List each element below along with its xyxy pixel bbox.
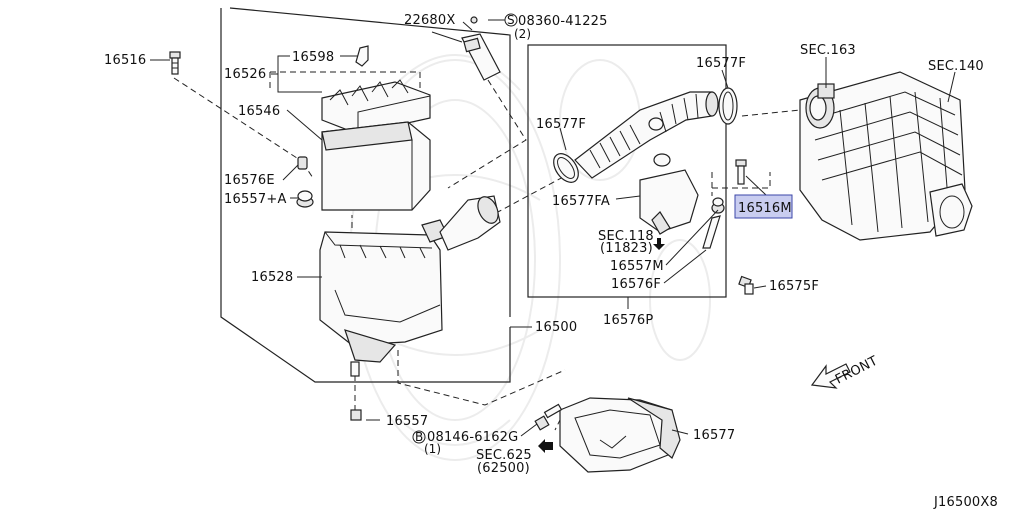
- hose-clamp-16577f-top: [718, 87, 738, 125]
- label-sec625-sub: (62500): [477, 461, 530, 476]
- intake-manifold-sec140: [799, 71, 973, 241]
- label-16516: 16516: [104, 53, 146, 68]
- bolt-08146: [534, 403, 563, 431]
- label-16576e: 16576E: [224, 173, 275, 188]
- callout-labels: 22680X 08360-41225 (2) 16516 16598 16526…: [104, 13, 998, 510]
- highlight-box-16516m: [734, 194, 793, 219]
- label-16546: 16546: [238, 104, 280, 119]
- air-cleaner-cover-16526: [321, 79, 431, 135]
- label-16576p: 16576P: [603, 313, 653, 328]
- callout-prefix-s: S: [507, 13, 515, 27]
- label-08360-qty: (2): [514, 27, 531, 41]
- bolt-16557: [350, 361, 362, 421]
- dashed-connectors: [173, 71, 801, 431]
- label-16526: 16526: [224, 67, 266, 82]
- intake-hose: [574, 91, 719, 179]
- flow-arrow-icon: [538, 439, 553, 453]
- label-sec118: SEC.118: [598, 229, 654, 244]
- label-16557: 16557: [386, 414, 428, 429]
- label-16598: 16598: [292, 50, 334, 65]
- label-16516m: 16516M: [738, 201, 792, 216]
- clip-16598: [355, 45, 369, 67]
- label-16557m: 16557M: [610, 259, 664, 274]
- air-cleaner-case-16528: [319, 219, 449, 363]
- air-duct-16577: [559, 397, 681, 473]
- label-sec140: SEC.140: [928, 59, 984, 74]
- watermark-emblem: [349, 54, 711, 461]
- diagram-id: J16500X8: [933, 495, 998, 510]
- callout-prefix-circle-b: [412, 430, 426, 444]
- assembly-frame-16576p: [527, 44, 727, 298]
- label-08146-qty: (1): [424, 442, 441, 456]
- label-16557a: 16557+A: [224, 192, 287, 207]
- grommet-icon: [297, 156, 308, 170]
- callout-prefix-circle-s: [504, 13, 518, 27]
- label-16577f-left: 16577F: [536, 117, 586, 132]
- label-sec163: SEC.163: [800, 43, 856, 58]
- grommet-16557a: [296, 190, 314, 208]
- leader-lines: [150, 19, 956, 437]
- label-16576f: 16576F: [611, 277, 661, 292]
- front-direction-arrow-icon: [810, 363, 851, 389]
- screw-16516m: [735, 159, 747, 185]
- callout-prefix-b: B: [415, 430, 423, 444]
- label-08360-41225: 08360-41225: [518, 14, 608, 29]
- mass-airflow-sensor-22680x: [461, 16, 501, 81]
- screw-16575f: [738, 275, 754, 295]
- label-16575f: 16575F: [769, 279, 819, 294]
- label-08146-6162g: 08146-6162G: [427, 430, 518, 445]
- inlet-duct: [439, 195, 501, 251]
- flow-arrow-icon: [653, 238, 665, 250]
- resonator-16577fa: [639, 153, 699, 235]
- grommet-16557m: [711, 197, 725, 214]
- screw-icon: [169, 51, 181, 75]
- assembly-frame-16500: [220, 7, 511, 383]
- label-16577: 16577: [693, 428, 735, 443]
- label-sec625: SEC.625: [476, 448, 532, 463]
- label-16577f-top: 16577F: [696, 56, 746, 71]
- air-filter-element-16546: [321, 121, 431, 211]
- grommet-16576f: [702, 215, 721, 249]
- label-16500: 16500: [535, 320, 577, 335]
- label-sec118-sub: (11823): [600, 241, 653, 256]
- label-front: FRONT: [833, 354, 880, 388]
- label-22680x: 22680X: [404, 13, 455, 28]
- label-16577fa: 16577FA: [552, 194, 610, 209]
- label-16528: 16528: [251, 270, 293, 285]
- hose-clamp-16577f-left: [553, 153, 579, 183]
